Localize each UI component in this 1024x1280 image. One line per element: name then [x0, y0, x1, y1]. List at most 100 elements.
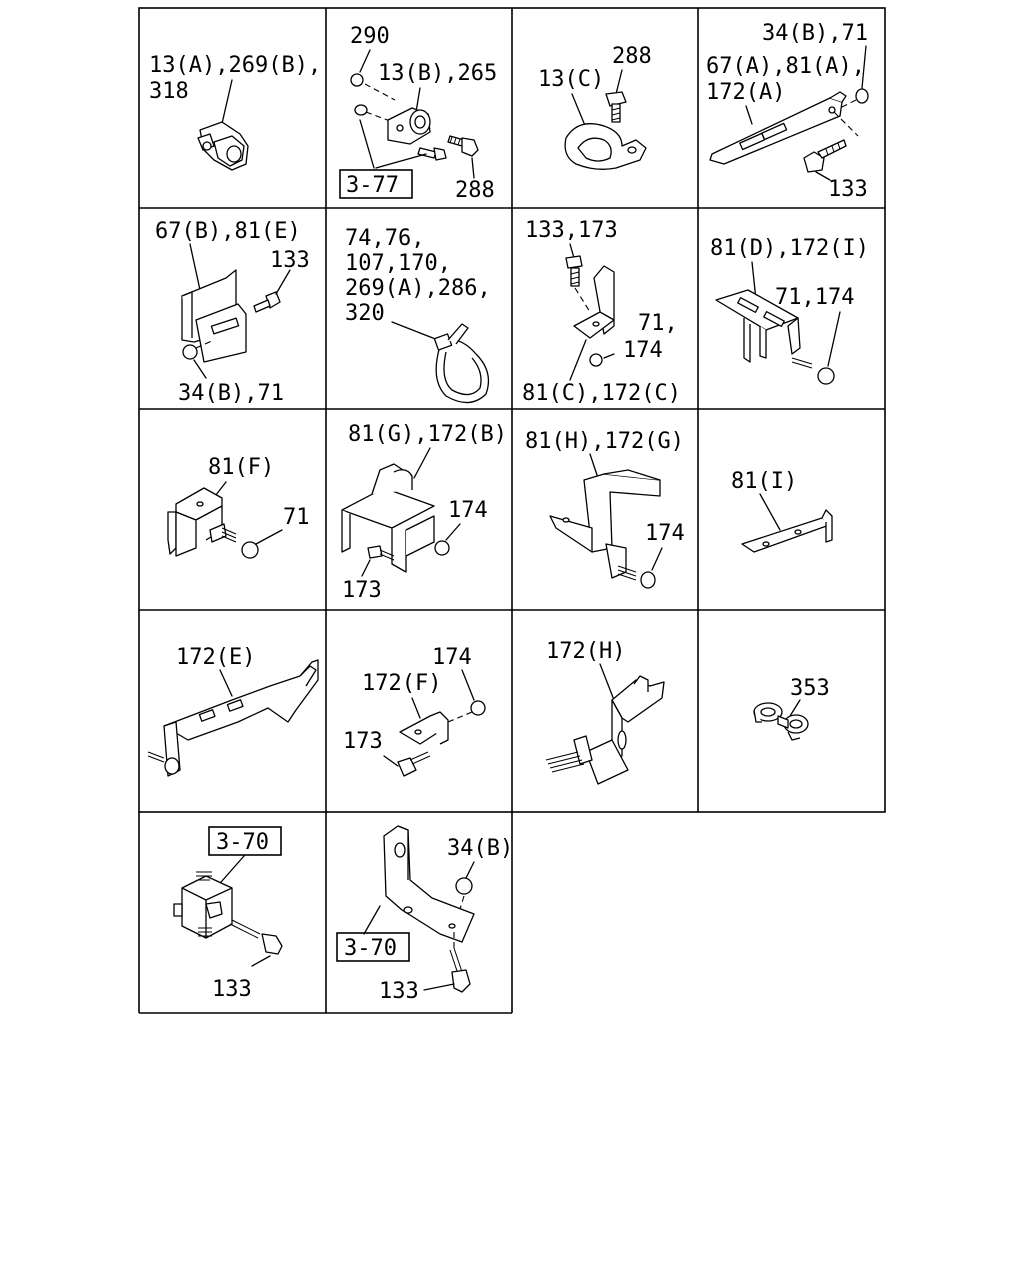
part-label: 74,76,: [345, 226, 424, 251]
rubber-mount-drawing: [173, 871, 233, 939]
cell-bracket-81h: 81(H),172(G) 174: [525, 429, 685, 589]
nut-71: [855, 88, 869, 104]
cell-bracket-81g: 81(G),172(B) 174 173: [341, 422, 507, 603]
nut-71: [241, 541, 259, 559]
bolt-133: [449, 947, 471, 993]
part-label: 133: [270, 248, 310, 273]
leader-line: [413, 447, 431, 479]
bolt-small: [417, 147, 447, 161]
part-label: 34(B),71: [762, 21, 868, 46]
cell-bracket-67a: 34(B),71 67(A),81(A), 172(A) 133: [706, 21, 869, 202]
leader-line: [571, 93, 587, 129]
leader-line: [789, 699, 801, 717]
nut-174: [640, 571, 656, 589]
part-label: 81(C),172(C): [522, 381, 681, 406]
leader-line: [411, 697, 421, 719]
leader-line: [615, 69, 623, 95]
bolt-drawing: [617, 565, 637, 581]
part-label: 353: [790, 676, 830, 701]
reference-box-3-70: 3-70: [208, 826, 282, 856]
part-label: 174: [623, 338, 663, 363]
leader-line: [461, 669, 475, 701]
angled-bracket-drawing: [549, 469, 661, 579]
leader-line: [745, 105, 753, 125]
part-label: 133: [379, 979, 419, 1004]
part-label: 133: [212, 977, 252, 1002]
part-label: 174: [448, 498, 488, 523]
cell-clip-353: 353: [753, 676, 830, 741]
leader-line: [415, 87, 421, 113]
leader-line: [827, 311, 841, 367]
harness-clip-drawing: [197, 121, 249, 171]
nut-34b: [455, 877, 473, 895]
grid-lines: [138, 7, 886, 1014]
nut-71: [182, 344, 198, 360]
nut-290: [350, 73, 364, 87]
cell-bracket-81i: 81(I): [731, 469, 833, 553]
part-label: 81(G),172(B): [348, 422, 507, 447]
part-label: 34(B): [447, 836, 513, 861]
leader-line: [759, 493, 781, 531]
cell-bracket-172f: 174 172(F) 173: [343, 645, 486, 777]
cell-bracket-81d: 81(D),172(I) 71,174: [710, 236, 869, 385]
offset-bracket-drawing: [585, 675, 665, 785]
part-label: 81(D),172(I): [710, 236, 869, 261]
bolt-173: [565, 255, 583, 287]
reference-label: 3-77: [346, 173, 399, 198]
cell-bracket-67b: 67(B),81(E) 133 34(B),71: [155, 219, 310, 406]
flat-bracket-drawing: [709, 91, 847, 165]
cell-mount-3-70-a: 3-70 133: [173, 826, 283, 1002]
part-label: 288: [612, 44, 652, 69]
part-label: 71,: [638, 311, 678, 336]
cell-cable-tie: 74,76, 107,170, 269(A),286, 320: [345, 226, 491, 404]
part-label: 71: [283, 505, 310, 530]
double-bracket-drawing: [341, 463, 435, 573]
long-bracket-drawing: [163, 659, 319, 777]
part-label: 174: [645, 521, 685, 546]
reference-label: 3-70: [216, 830, 269, 855]
part-label: 107,170,: [345, 251, 451, 276]
leader-line: [599, 663, 615, 701]
cell-bracket-81c: 133,173 71, 174 81(C),172(C): [522, 218, 681, 406]
bolt-173: [397, 751, 431, 777]
part-label: 71,174: [775, 285, 854, 310]
part-label: 173: [342, 578, 382, 603]
washer: [354, 104, 368, 116]
leader-line: [220, 79, 233, 129]
clip-265-drawing: [387, 107, 431, 145]
cell-clamp-13c: 288 13(C): [538, 44, 652, 170]
part-label: 13(A),269(B),: [149, 53, 321, 78]
leader-line: [251, 955, 271, 967]
bolt-173: [367, 545, 395, 561]
twin-clip-drawing: [753, 702, 809, 741]
leader-line: [361, 559, 371, 577]
pipe-clamp-drawing: [564, 123, 647, 170]
reference-label: 3-70: [344, 936, 397, 961]
bolt-71: [791, 357, 813, 369]
nut-174: [470, 700, 486, 716]
leader-line: [465, 861, 475, 879]
cable-tie-drawing: [433, 323, 490, 404]
part-label: 67(B),81(E): [155, 219, 301, 244]
reference-box-3-77: 3-77: [339, 169, 413, 199]
bolt-133: [229, 919, 283, 955]
leader-line: [589, 453, 599, 479]
bolt-288: [447, 135, 479, 157]
part-label: 172(A): [706, 80, 785, 105]
part-label: 318: [149, 79, 189, 104]
nut-174: [434, 540, 450, 556]
nut-174: [589, 353, 603, 367]
leader-line: [363, 905, 381, 935]
stud-bolt-drawing: [545, 735, 593, 773]
bolt-288: [605, 91, 627, 123]
flat-mount-bracket-drawing: [383, 825, 475, 943]
leader-line: [445, 523, 461, 541]
leader-line: [189, 243, 201, 291]
part-label: 320: [345, 301, 385, 326]
part-label: 172(F): [362, 671, 441, 696]
part-label: 172(E): [176, 645, 255, 670]
leader-line: [359, 49, 371, 73]
leader-line: [861, 45, 867, 89]
part-label: 173: [343, 729, 383, 754]
